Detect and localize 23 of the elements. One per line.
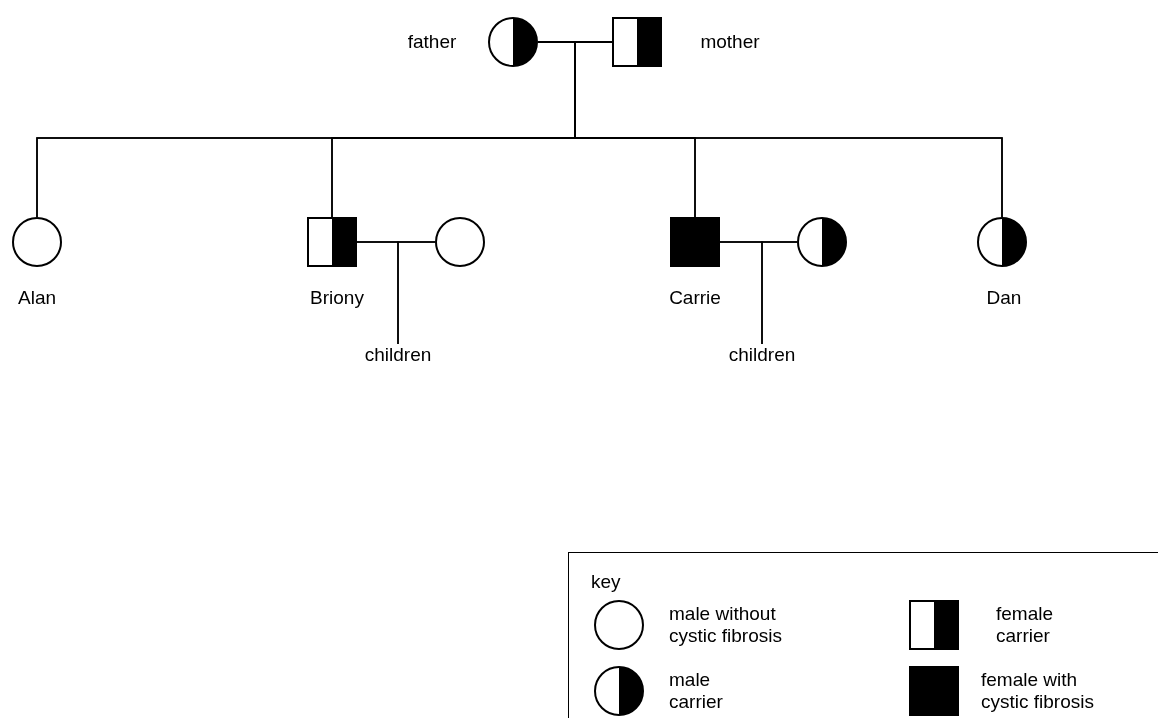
half-filled-square-symbol bbox=[612, 17, 662, 67]
name-label: Alan bbox=[18, 287, 56, 309]
name-label: Carrie bbox=[669, 287, 721, 309]
name-label: mother bbox=[700, 31, 760, 53]
pedigree-line bbox=[761, 241, 798, 345]
legend-text: male without cystic fibrosis bbox=[669, 603, 783, 647]
text-label: children bbox=[364, 344, 432, 366]
name-label: father bbox=[407, 31, 457, 53]
half-filled-circle-symbol bbox=[977, 217, 1027, 267]
legend-text: female carrier bbox=[996, 603, 1055, 647]
filled-square-symbol bbox=[670, 217, 720, 267]
half-filled-circle-symbol bbox=[797, 217, 847, 267]
legend-text: female with cystic fibrosis bbox=[981, 669, 1095, 713]
name-label: Dan bbox=[986, 287, 1022, 309]
name-label: Briony bbox=[310, 287, 364, 309]
half-filled-square-symbol bbox=[307, 217, 357, 267]
legend-title: key bbox=[591, 571, 621, 593]
legend-text: male carrier bbox=[669, 669, 724, 713]
empty-circle-symbol bbox=[435, 217, 485, 267]
pedigree-line bbox=[397, 241, 436, 345]
empty-circle-symbol bbox=[12, 217, 62, 267]
text-label: children bbox=[728, 344, 796, 366]
half-filled-circle-symbol bbox=[488, 17, 538, 67]
